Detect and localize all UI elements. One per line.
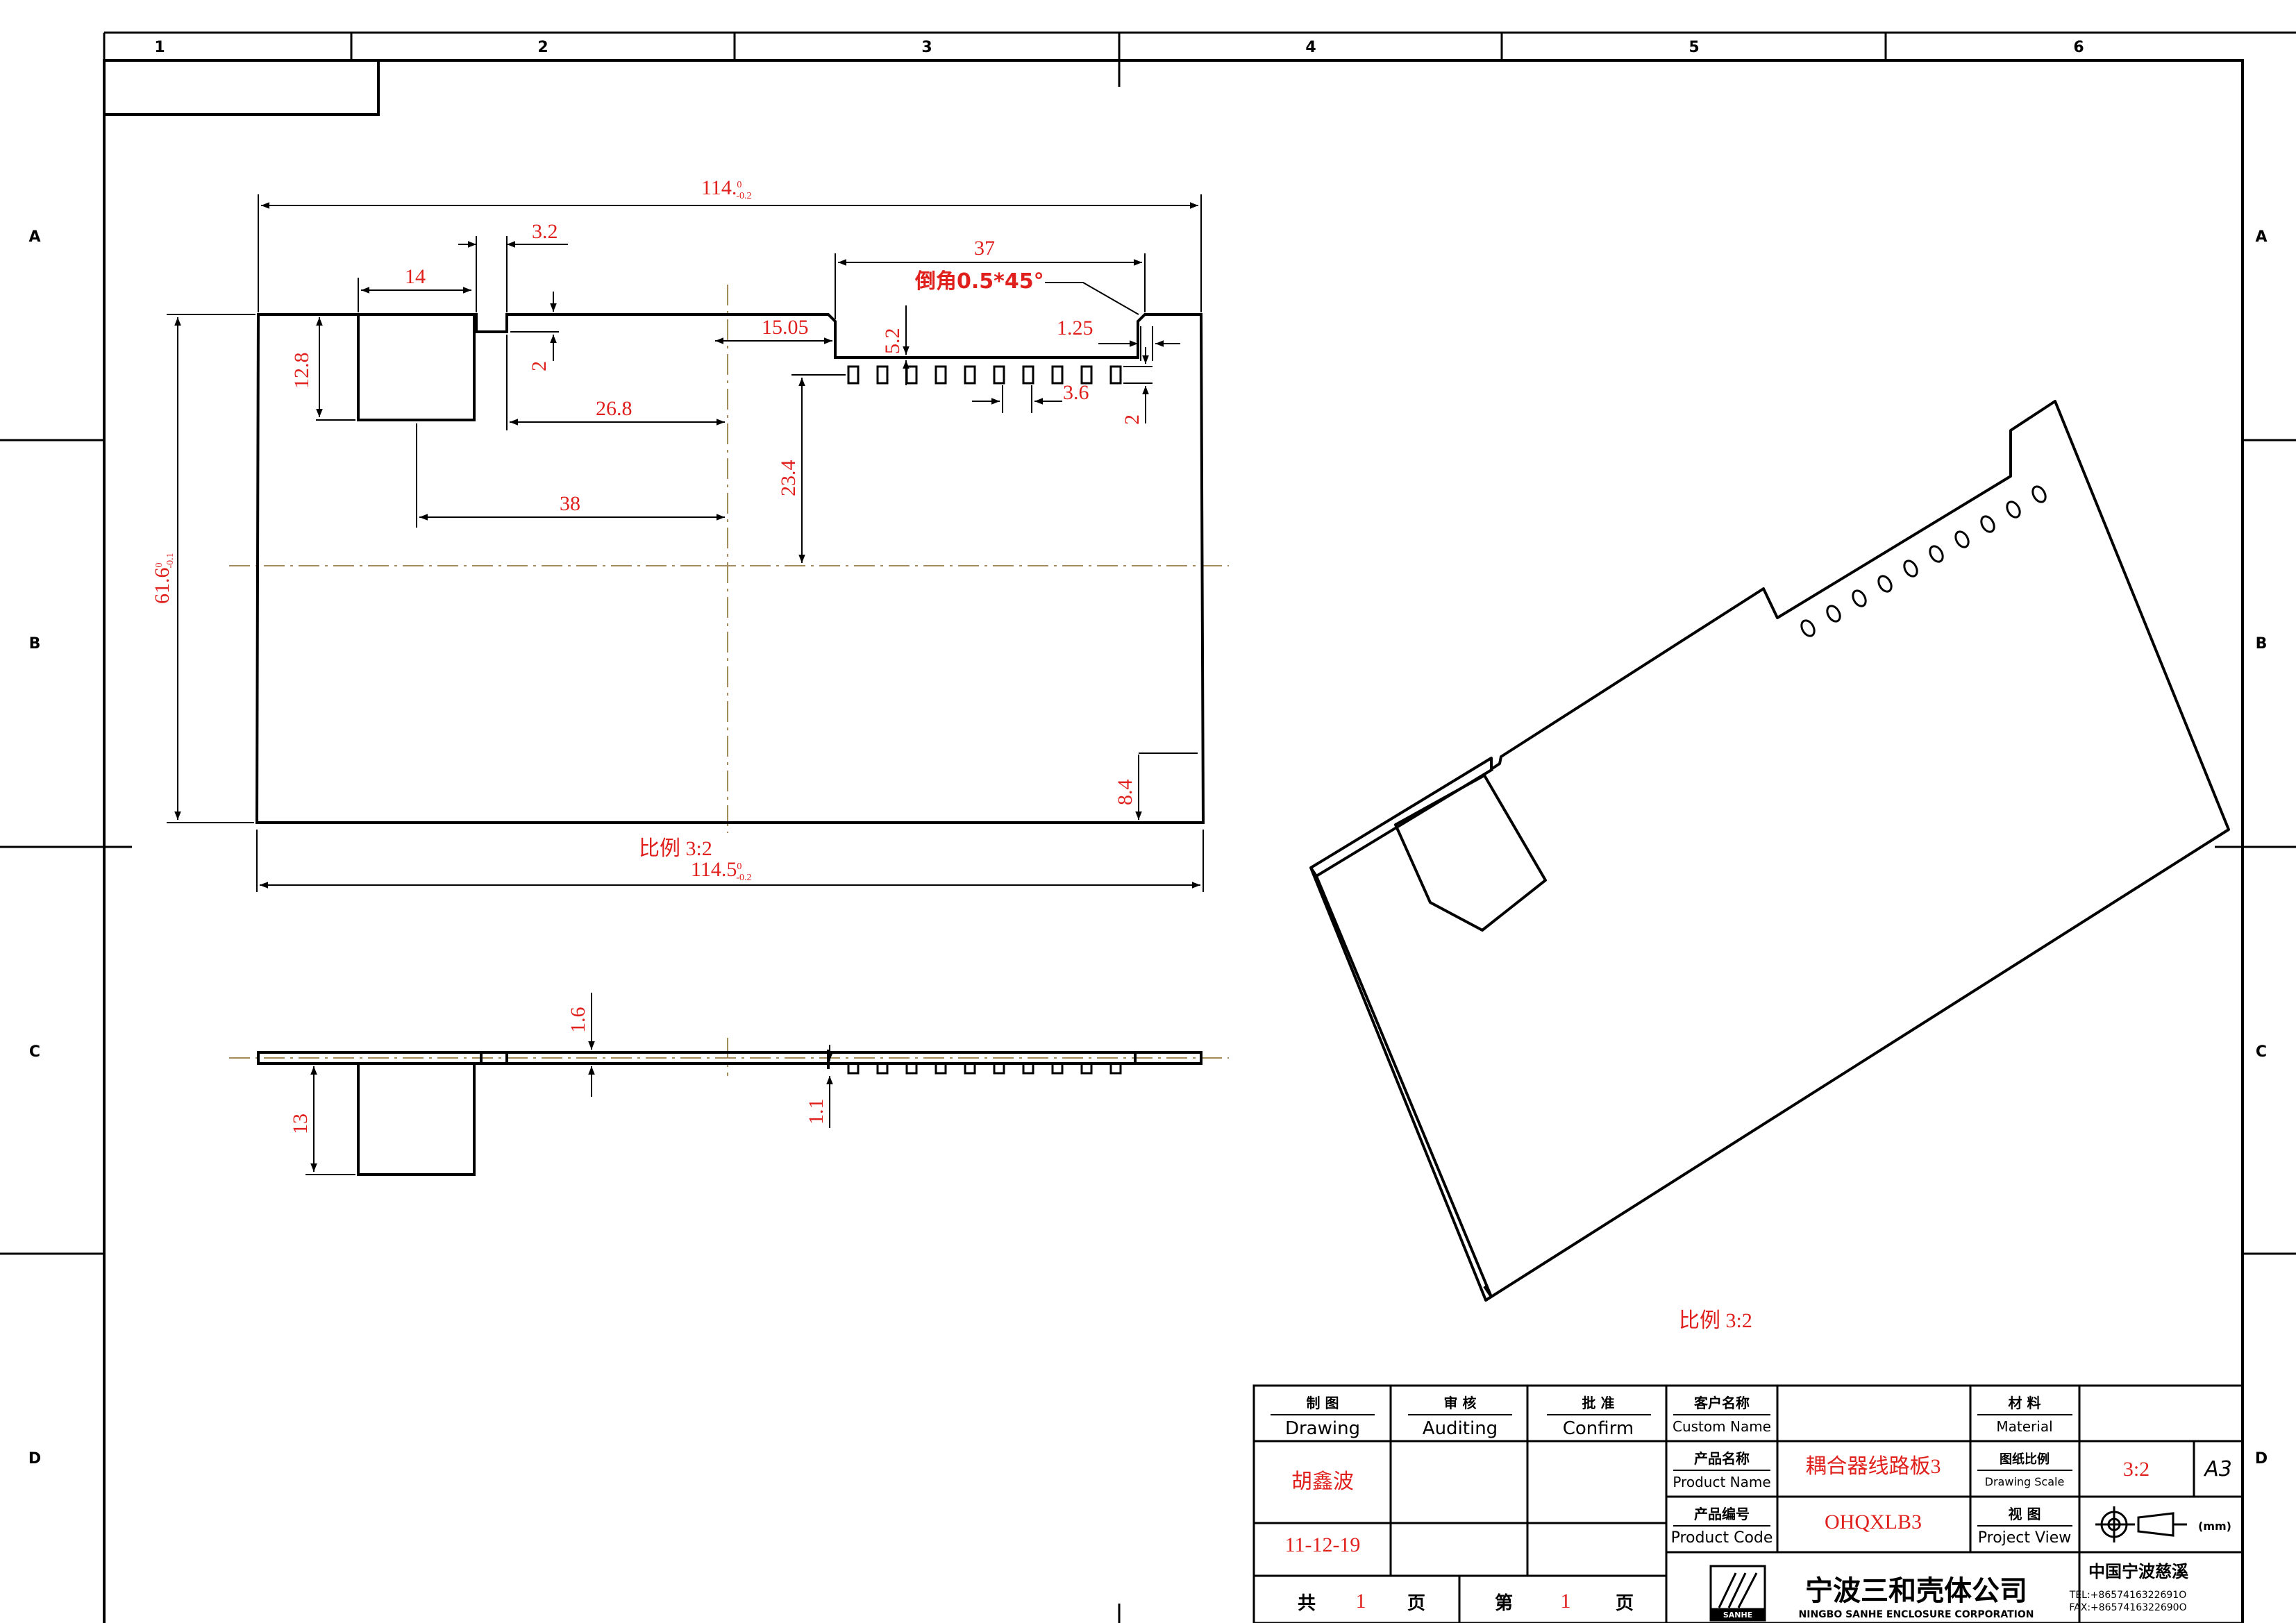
label-confirm-en: Confirm — [1563, 1418, 1634, 1439]
total-pages: 1 — [1356, 1590, 1366, 1613]
dim-pad-pitch: 3.6 — [1063, 381, 1089, 404]
drafter-name: 胡鑫波 — [1291, 1470, 1354, 1493]
label-drawing-en: Drawing — [1285, 1418, 1360, 1439]
sheet-frame — [0, 31, 2296, 1623]
row-label: B — [2256, 635, 2268, 653]
company-fax: FAX:+8657416322690O — [2069, 1602, 2186, 1613]
dim-pad-edge: 2 — [1121, 414, 1143, 425]
dim-connector-drop: 13 — [289, 1113, 312, 1134]
side-pads — [847, 1062, 1122, 1075]
grid-labels: 1 2 3 4 5 6 A B C D A B C D — [28, 39, 2268, 1468]
label-confirm-cn: 批 准 — [1582, 1395, 1615, 1411]
label-customer-en: Custom Name — [1673, 1418, 1771, 1435]
label-product-name-en: Product Name — [1673, 1474, 1770, 1490]
dim-overall-top: 114.0-0.2 — [701, 176, 752, 201]
company-logo-icon: SANHE — [1709, 1565, 1766, 1622]
label-material-cn: 材 料 — [2009, 1395, 2041, 1411]
label-sheet: 第 — [1495, 1592, 1513, 1614]
label-scale-en: Drawing Scale — [1985, 1475, 2065, 1488]
dim-connector-to-center: 26.8 — [596, 397, 632, 420]
company-city: 中国宁波慈溪 — [2088, 1562, 2189, 1581]
dim-slot-depth: 5.2 — [881, 328, 904, 355]
connector-outline — [357, 313, 476, 421]
col-label: 5 — [1689, 39, 1699, 56]
dim-notch-width: 3.2 — [532, 220, 558, 243]
dim-slot-width: 37 — [974, 237, 995, 260]
pad-row — [847, 365, 1122, 385]
label-material-en: Material — [1996, 1418, 2052, 1435]
dim-connector-height: 12.8 — [290, 353, 313, 389]
dim-overall-bottom: 114.50-0.2 — [691, 858, 752, 883]
label-scale-cn: 图纸比例 — [2000, 1452, 2050, 1467]
label-total: 共 — [1298, 1593, 1316, 1614]
col-label: 2 — [537, 39, 548, 56]
company-name-en: NINGBO SANHE ENCLOSURE CORPORATION — [1799, 1609, 2034, 1620]
unit-label: (mm) — [2198, 1520, 2231, 1533]
label-product-code-en: Product Code — [1671, 1529, 1773, 1547]
iso-board-outline — [1309, 400, 2230, 1302]
row-label: A — [2255, 228, 2267, 246]
board-outline — [255, 313, 1205, 824]
row-label: A — [28, 228, 40, 246]
title-block: 制 图 Drawing 审 核 Auditing 批 准 Confirm 客户名… — [1252, 1384, 2244, 1623]
sheet-number: 1 — [1561, 1590, 1571, 1613]
label-auditing-cn: 审 核 — [1444, 1395, 1477, 1411]
label-customer-cn: 客户名称 — [1693, 1395, 1750, 1411]
label-view-cn: 视 图 — [2009, 1506, 2041, 1522]
company-name-cn: 宁波三和壳体公司 — [1805, 1575, 2027, 1607]
dim-slot-edge: 1.25 — [1057, 317, 1093, 339]
row-label: D — [28, 1450, 41, 1468]
col-label: 3 — [921, 39, 932, 56]
col-label: 1 — [154, 39, 165, 56]
dimension-lines — [167, 194, 1204, 892]
label-product-code-cn: 产品编号 — [1694, 1506, 1750, 1522]
label-drawing-cn: 制 图 — [1307, 1395, 1339, 1411]
dim-notch-depth: 2 — [528, 361, 551, 371]
dim-pad-height: 1.1 — [805, 1099, 828, 1125]
product-name: 耦合器线路板3 — [1806, 1455, 1941, 1478]
company-tel: TEL:+8657416322691O — [2069, 1590, 2186, 1601]
row-label: B — [29, 635, 41, 653]
side-view: 1.6 13 1.1 — [229, 993, 1229, 1176]
board-edge — [257, 1051, 1203, 1065]
row-label: C — [29, 1043, 40, 1061]
col-label: 6 — [2073, 39, 2084, 56]
label-product-name-cn: 产品名称 — [1694, 1450, 1750, 1467]
iso-pads — [1800, 485, 2047, 637]
sheet-size: A3 — [2203, 1457, 2232, 1481]
iso-connector — [1394, 774, 1547, 932]
label-auditing-en: Auditing — [1423, 1418, 1498, 1439]
connector-side — [357, 1063, 476, 1176]
col-label: 4 — [1305, 39, 1316, 56]
centerlines — [229, 285, 1229, 833]
chamfer-note: 倒角0.5*45° — [914, 269, 1044, 294]
dim-thickness: 1.6 — [567, 1007, 589, 1034]
logo-text: SANHE — [1723, 1611, 1752, 1620]
top-view-scale: 比例 3:2 — [639, 837, 712, 860]
label-page-unit: 页 — [1407, 1593, 1425, 1614]
dim-overall-height: 61.60-0.1 — [151, 553, 176, 604]
drawing-date: 11-12-19 — [1285, 1533, 1361, 1556]
iso-view — [1309, 400, 2230, 1302]
projection-symbol-icon — [2095, 1506, 2187, 1542]
dim-slot-offset: 15.05 — [762, 316, 809, 339]
top-view: 114.0-0.2 3.2 14 37 倒角0.5*45° 15.05 5.2 … — [151, 176, 1229, 892]
dim-connector-center: 38 — [560, 492, 580, 515]
row-label: C — [2256, 1043, 2267, 1061]
dim-pads-to-center: 23.4 — [777, 460, 800, 497]
row-label: D — [2255, 1450, 2268, 1468]
dimension-texts: 114.0-0.2 3.2 14 37 倒角0.5*45° 15.05 5.2 … — [151, 176, 1143, 883]
label-page-unit: 页 — [1616, 1593, 1634, 1614]
product-code: OHQXLB3 — [1825, 1511, 1922, 1533]
drawing-scale: 3:2 — [2123, 1458, 2150, 1481]
dim-hole-offset: 8.4 — [1114, 780, 1137, 806]
dim-connector-width: 14 — [405, 265, 426, 288]
iso-view-scale: 比例 3:2 — [1679, 1309, 1752, 1332]
label-view-en: Project View — [1978, 1529, 2071, 1547]
